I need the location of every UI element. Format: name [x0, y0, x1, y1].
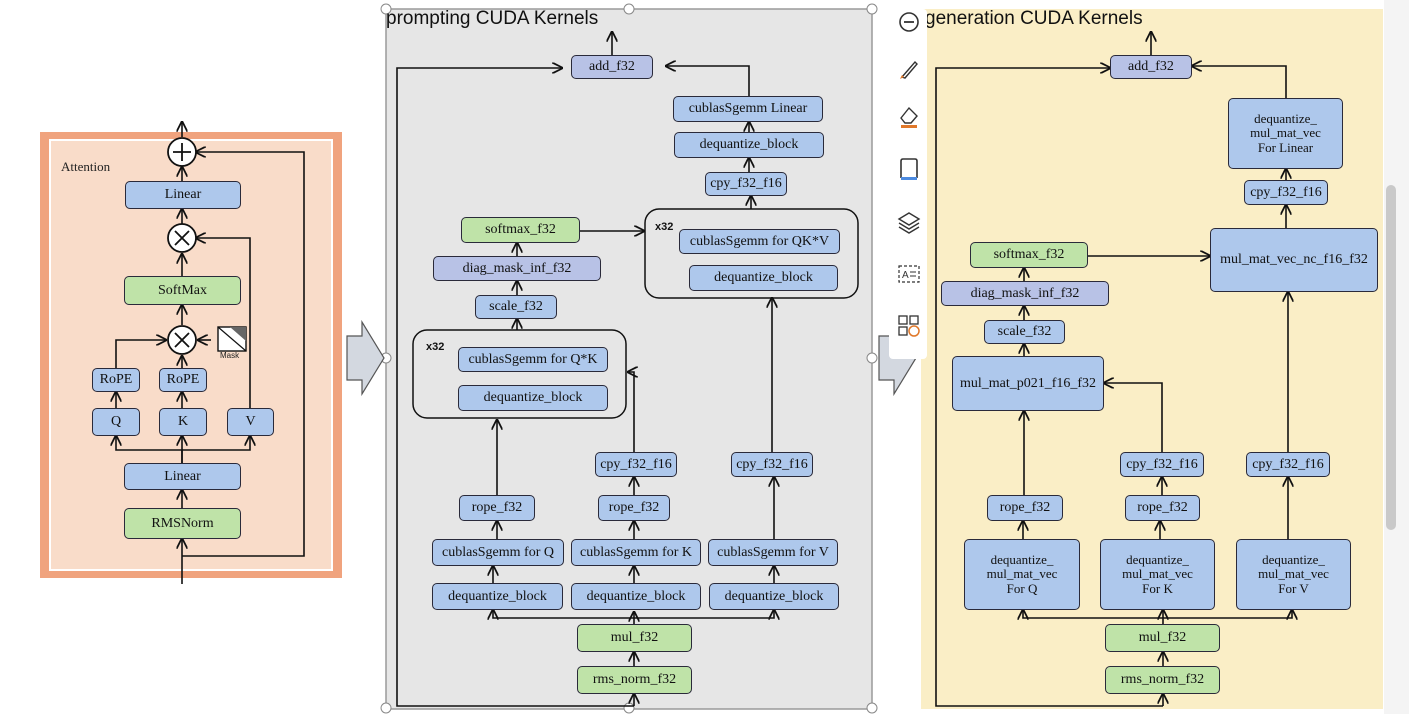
- p-x32-qk: x32: [426, 341, 445, 353]
- attention-panel: [49, 139, 333, 571]
- svg-text:A: A: [902, 270, 909, 281]
- x32-qkv-group: [644, 208, 859, 299]
- frame-icon[interactable]: [895, 154, 923, 182]
- p-cublas-qk: cublasSgemm for Q*K: [458, 347, 608, 372]
- p-dequant-linear: dequantize_block: [674, 132, 824, 158]
- g-add: add_f32: [1110, 55, 1192, 79]
- p-cublas-qkv: cublasSgemm for QK*V: [679, 229, 840, 254]
- arrow-chevron-1: [346, 319, 385, 397]
- g-mul-mat-p021: mul_mat_p021_f16_f32: [952, 356, 1104, 411]
- p-dequant-qk: dequantize_block: [458, 385, 608, 411]
- minus-circle-icon[interactable]: [897, 10, 921, 34]
- p-cublas-linear: cublasSgemm Linear: [673, 96, 823, 122]
- p-rope-k: rope_f32: [598, 495, 670, 521]
- g-cpy-out: cpy_f32_f16: [1244, 180, 1328, 205]
- p-dequant-v: dequantize_block: [709, 583, 839, 610]
- x32-qk-group: [412, 329, 627, 419]
- p-dequant-q: dequantize_block: [432, 583, 563, 610]
- g-dequant-k: dequantize_ mul_mat_vec For K: [1100, 539, 1215, 610]
- g-dequant-v: dequantize_ mul_mat_vec For V: [1236, 539, 1351, 610]
- layers-icon[interactable]: [895, 208, 923, 236]
- eraser-icon[interactable]: [895, 102, 923, 130]
- scrollbar-thumb[interactable]: [1386, 185, 1396, 530]
- text-recognition-icon[interactable]: A: [895, 260, 923, 288]
- attn-rmsnorm: RMSNorm: [124, 508, 241, 539]
- attn-linear-bottom: Linear: [124, 463, 241, 490]
- g-rms-norm: rms_norm_f32: [1105, 666, 1220, 694]
- prompting-title: prompting CUDA Kernels: [386, 8, 599, 29]
- attn-k: K: [159, 408, 207, 436]
- generation-title: generation CUDA Kernels: [925, 8, 1143, 29]
- p-cublas-k: cublasSgemm for K: [571, 539, 701, 566]
- attn-v: V: [227, 408, 274, 436]
- p-rope-q: rope_f32: [459, 495, 535, 521]
- attn-q: Q: [92, 408, 140, 436]
- g-cpy-v: cpy_f32_f16: [1246, 452, 1330, 477]
- p-mul: mul_f32: [577, 624, 692, 652]
- p-cpy-v: cpy_f32_f16: [731, 452, 813, 477]
- p-softmax: softmax_f32: [461, 217, 580, 243]
- attn-linear-top: Linear: [125, 181, 241, 209]
- g-mul: mul_f32: [1105, 624, 1220, 652]
- g-scale: scale_f32: [984, 320, 1065, 344]
- g-softmax: softmax_f32: [970, 242, 1088, 268]
- p-scale: scale_f32: [475, 295, 557, 319]
- g-diag-mask: diag_mask_inf_f32: [941, 281, 1109, 306]
- attn-rope-k: RoPE: [159, 368, 207, 392]
- g-cpy-k: cpy_f32_f16: [1120, 452, 1204, 477]
- p-rms-norm: rms_norm_f32: [577, 666, 692, 694]
- p-cublas-v: cublasSgemm for V: [708, 539, 838, 566]
- p-cpy-out: cpy_f32_f16: [705, 172, 787, 196]
- attn-softmax: SoftMax: [124, 276, 241, 305]
- g-dequant-q: dequantize_ mul_mat_vec For Q: [964, 539, 1080, 610]
- p-dequant-qkv: dequantize_block: [689, 265, 838, 291]
- attention-title: Attention: [61, 159, 111, 174]
- g-mul-mat-vec-nc: mul_mat_vec_nc_f16_f32: [1210, 228, 1378, 292]
- p-diag-mask: diag_mask_inf_f32: [433, 256, 601, 281]
- attn-rope-q: RoPE: [92, 368, 140, 392]
- shapes-icon[interactable]: [895, 312, 923, 340]
- p-x32-qkv: x32: [655, 221, 674, 233]
- attn-mask-label: Mask: [220, 351, 240, 360]
- p-dequant-k: dequantize_block: [571, 583, 701, 610]
- annotation-toolbar: [889, 9, 927, 359]
- g-rope-q: rope_f32: [987, 495, 1063, 521]
- p-cpy-k: cpy_f32_f16: [595, 452, 677, 477]
- p-cublas-q: cublasSgemm for Q: [432, 539, 564, 566]
- g-dequant-linear: dequantize_ mul_mat_vec For Linear: [1228, 98, 1343, 169]
- g-rope-k: rope_f32: [1125, 495, 1200, 521]
- p-add: add_f32: [571, 55, 653, 79]
- brush-icon[interactable]: [895, 54, 923, 82]
- mask-icon: [198, 326, 247, 352]
